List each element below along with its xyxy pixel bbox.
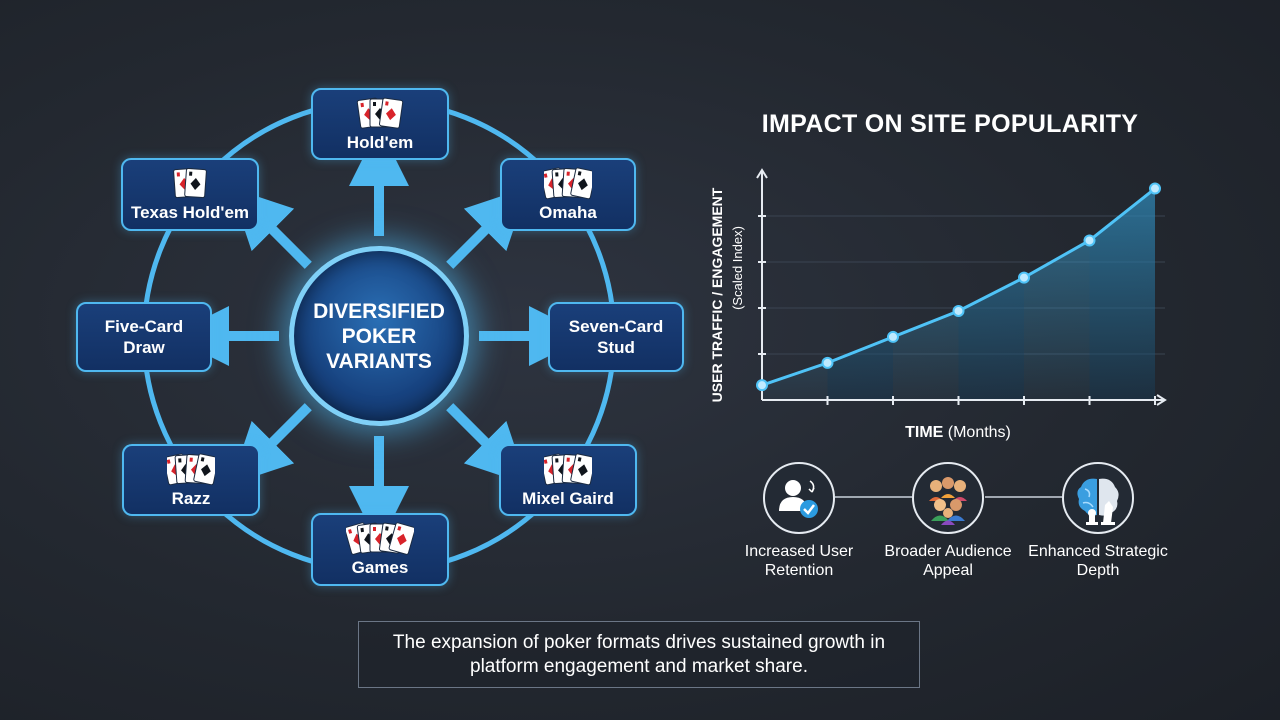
arrow-to-node-2 xyxy=(446,187,528,269)
chart-axes xyxy=(756,168,1167,406)
data-point xyxy=(887,330,899,343)
node-omaha-label: Omaha xyxy=(539,203,597,222)
node-mixel-gaird: Mixel Gaird xyxy=(499,444,637,516)
node-razz-label: Razz xyxy=(171,488,211,508)
node-seven-card-stud-label: Seven-Card Stud xyxy=(568,317,664,357)
playing-cards-icon xyxy=(544,452,592,485)
arrow-to-node-6 xyxy=(230,403,312,485)
data-point xyxy=(821,356,834,369)
benefit-label-strategy: Enhanced Strategic Depth xyxy=(1028,543,1168,579)
x-axis-label-bold: TIME xyxy=(905,424,944,441)
node-mixel-gaird-label: Mixel Gaird xyxy=(522,488,614,508)
node-holdem-label: Hold'em xyxy=(346,132,414,152)
node-razz: Razz xyxy=(122,444,260,516)
playing-cards-icon xyxy=(173,168,207,199)
user-check-icon xyxy=(763,462,835,534)
benefit-label-audience: Broader Audience Appeal xyxy=(884,543,1012,579)
center-hub-label: DIVERSIFIED POKER VARIANTS xyxy=(313,299,445,373)
x-axis-label: TIME (Months) xyxy=(905,424,1011,441)
benefit-label-retention: Increased User Retention xyxy=(744,543,854,579)
node-texas-holdem-label: Texas Hold'em xyxy=(130,203,250,222)
node-five-card-draw: Five-Card Draw xyxy=(76,302,212,372)
node-holdem: Hold'em xyxy=(311,88,449,160)
summary-box: The expansion of poker formats drives su… xyxy=(358,621,920,688)
data-point xyxy=(756,379,768,392)
node-games-label: Games xyxy=(351,558,409,577)
radial-arrows xyxy=(169,126,589,546)
data-point xyxy=(952,304,965,317)
x-axis-label-rest: (Months) xyxy=(943,424,1011,441)
summary-text: The expansion of poker formats drives su… xyxy=(392,631,886,677)
node-games: Games xyxy=(311,513,449,586)
playing-cards-icon xyxy=(544,167,592,200)
node-texas-holdem: Texas Hold'em xyxy=(121,158,259,231)
playing-cards-icon xyxy=(356,97,404,129)
data-point xyxy=(1018,271,1030,284)
popularity-chart: USER TRAFFIC / ENGAGEMENT (Scaled Index)… xyxy=(709,168,1167,441)
y-axis-arrow xyxy=(756,168,768,179)
arrow-to-node-8 xyxy=(230,187,312,269)
chart-points xyxy=(756,182,1161,392)
audience-group-icon xyxy=(912,462,984,534)
brain-chess-icon xyxy=(1062,462,1134,534)
playing-cards-icon xyxy=(167,452,215,485)
y-axis-sublabel: (Scaled Index) xyxy=(730,226,745,310)
node-omaha: Omaha xyxy=(500,158,636,231)
playing-cards-icon xyxy=(346,522,414,555)
chart-area-fill xyxy=(762,188,1155,400)
data-point xyxy=(1083,234,1096,247)
center-hub: DIVERSIFIED POKER VARIANTS xyxy=(289,246,469,426)
y-axis-label: USER TRAFFIC / ENGAGEMENT xyxy=(709,187,725,402)
node-seven-card-stud: Seven-Card Stud xyxy=(548,302,684,372)
arrow-to-node-4 xyxy=(446,403,528,485)
node-five-card-draw-label: Five-Card Draw xyxy=(104,317,184,357)
x-axis-arrow xyxy=(1156,394,1167,406)
chart-title: IMPACT ON SITE POPULARITY xyxy=(761,110,1139,138)
data-point xyxy=(1149,182,1161,195)
